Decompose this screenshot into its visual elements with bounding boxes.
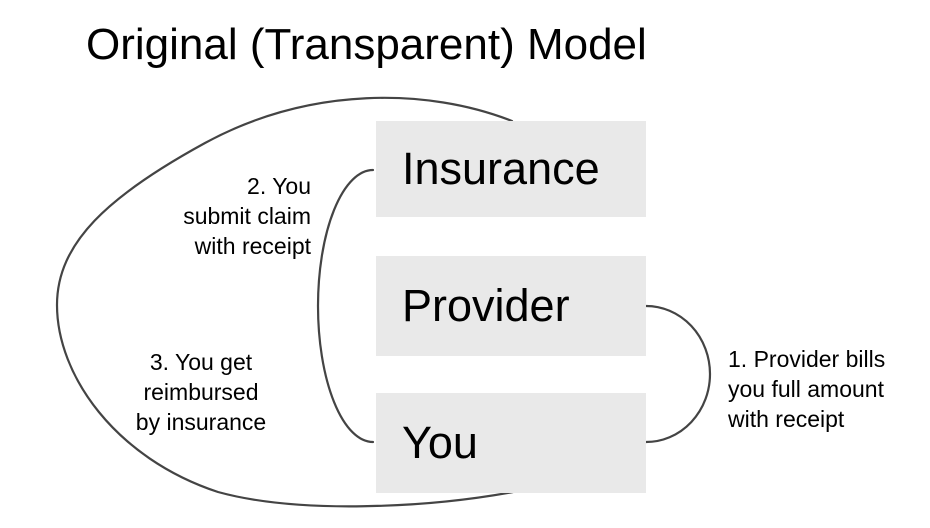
node-you: You: [376, 393, 646, 493]
node-provider: Provider: [376, 256, 646, 356]
annotation-step2-submit-claim: 2. You submit claim with receipt: [183, 173, 311, 259]
node-insurance-label: Insurance: [402, 143, 600, 194]
node-provider-label: Provider: [402, 280, 570, 331]
bill-curve: [644, 304, 712, 444]
node-you-label: You: [402, 417, 478, 468]
node-insurance: Insurance: [376, 121, 646, 217]
page-title: Original (Transparent) Model: [86, 20, 647, 69]
claim-curve: [316, 168, 375, 444]
annotation-step3-reimbursed: 3. You get reimbursed by insurance: [135, 349, 267, 435]
reimburse-curve: [55, 96, 515, 508]
annotation-step1-provider-bills: 1. Provider bills you full amount with r…: [728, 346, 886, 432]
